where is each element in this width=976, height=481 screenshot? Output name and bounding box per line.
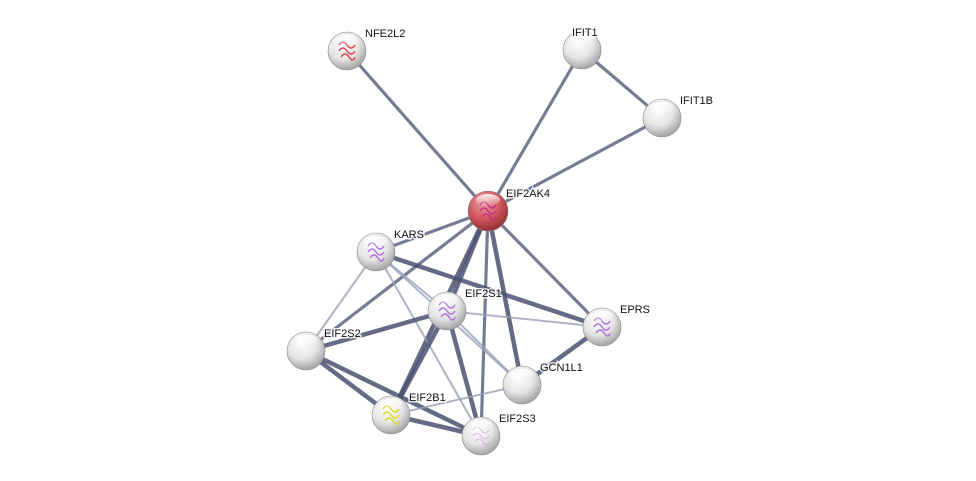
node-label: NFE2L2 [365,28,405,40]
edge-eif2s2-eif2s3[interactable] [305,348,482,439]
node-eif2s2[interactable]: EIF2S2 [286,327,362,371]
node-kars[interactable]: KARS [356,228,425,272]
edge-eif2ak4-eif2s2[interactable] [305,209,489,353]
edge-eif2ak4-eprs[interactable] [486,209,604,329]
node-highlight [364,235,388,248]
node-label: KARS [394,229,424,241]
node-label: EIF2B1 [409,392,446,404]
node-highlight [590,310,614,323]
node-eprs[interactable]: EPRS [582,303,651,347]
node-highlight [570,33,594,46]
edge-eif2s1-eprs[interactable] [446,310,603,328]
node-highlight [476,194,500,206]
node-eif2ak4[interactable]: EIF2AK4 [467,187,552,232]
node-gcn1l1[interactable]: GCN1L1 [502,361,584,405]
node-label: EIF2S3 [499,413,536,425]
edge-ifit1b-eif2ak4[interactable] [487,116,663,213]
node-eif2s1[interactable]: EIF2S1 [427,287,503,331]
edge-eif2b1-gcn1l1[interactable] [390,384,523,416]
node-highlight [650,101,674,114]
edge-kars-eif2s2[interactable] [305,251,377,352]
edge-eif2ak4-gcn1l1[interactable] [485,210,525,386]
edge-kars-eprs[interactable] [375,249,603,330]
node-ifit1[interactable]: IFIT1 [562,26,602,70]
node-eif2s3[interactable]: EIF2S3 [461,412,537,456]
node-label: IFIT1B [680,95,713,107]
node-highlight [379,398,403,411]
node-nfe2l2[interactable]: NFE2L2 [327,27,407,71]
edge-eif2ak4-eif2s3[interactable] [479,210,490,437]
node-label: IFIT1 [572,27,598,39]
node-label: GCN1L1 [540,362,583,374]
edge-eif2s1-eif2s2[interactable] [305,308,448,354]
edge-eif2s1-eif2s3[interactable] [444,310,484,437]
node-label: EIF2AK4 [506,188,550,200]
edge-ifit1-eif2ak4[interactable] [486,49,584,212]
node-highlight [435,294,459,307]
node-highlight [294,334,318,347]
node-label: EPRS [620,304,650,316]
node-ifit1b[interactable]: IFIT1B [642,94,715,138]
node-highlight [510,368,534,381]
node-highlight [335,34,359,47]
edge-nfe2l2-eif2ak4[interactable] [345,49,490,213]
node-label: EIF2S1 [465,288,502,300]
node-highlight [469,419,493,432]
node-eif2b1[interactable]: EIF2B1 [371,391,447,435]
node-label: EIF2S2 [324,328,361,340]
